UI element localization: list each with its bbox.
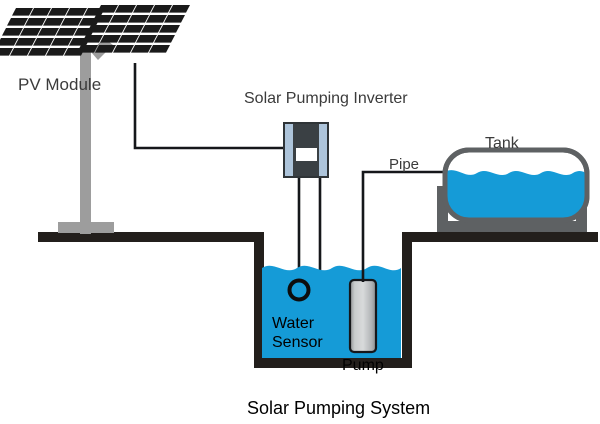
pump-label: Pump: [342, 357, 384, 374]
tank: [442, 147, 590, 223]
pipe-label: Pipe: [389, 156, 419, 173]
water-sensor-label-line1: Water: [272, 315, 315, 332]
water-sensor: [287, 278, 311, 302]
inverter-display: [296, 148, 317, 161]
tank-label: Tank: [485, 135, 520, 152]
diagram-caption: Solar Pumping System: [247, 398, 430, 418]
dc-cable: [133, 63, 283, 150]
mounting-pole: [58, 38, 114, 234]
inverter: [283, 122, 329, 178]
water-sensor-label-line2: Sensor: [272, 334, 323, 351]
pump: [348, 278, 378, 354]
ground: [38, 232, 598, 368]
inverter-label: Solar Pumping Inverter: [244, 90, 408, 107]
tank-water: [445, 170, 587, 220]
pv-module-label: PV Module: [18, 75, 101, 94]
